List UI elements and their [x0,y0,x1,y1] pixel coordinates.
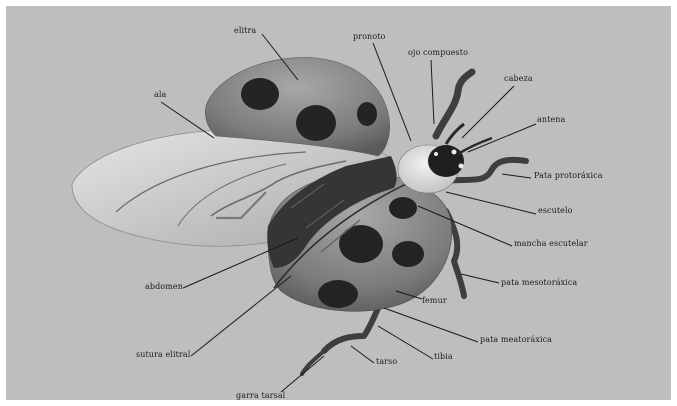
label-garra-tarsal: garra tarsal [236,391,285,400]
label-ojo-compuesto: ojo compuesto [408,48,468,57]
ladybug-anatomy-figure: elitra pronoto ojo compuesto cabeza ante… [6,6,671,400]
label-cabeza: cabeza [504,74,533,83]
label-escutelo: escutelo [538,206,573,215]
label-sutura-elitral: sutura elitral [136,350,190,359]
label-tarso: tarso [376,357,397,366]
ladybug-illustration [6,6,671,400]
pronotum-head [398,124,492,193]
label-pata-protoraxica: Pata protoráxica [534,171,603,180]
label-pata-meatoraxica: pata meatoráxica [480,335,552,344]
label-mancha-escutelar: mancha escutelar [514,239,588,248]
label-antena: antena [537,115,565,124]
label-pata-mesotoraxica: pata mesotoráxica [501,278,577,287]
label-ala: ala [154,90,166,99]
label-pronoto: pronoto [353,32,385,41]
label-tibia: tibia [434,352,453,361]
label-elitra: elitra [234,26,256,35]
label-abdomen: abdomen [145,282,183,291]
label-femur: femur [422,296,447,305]
